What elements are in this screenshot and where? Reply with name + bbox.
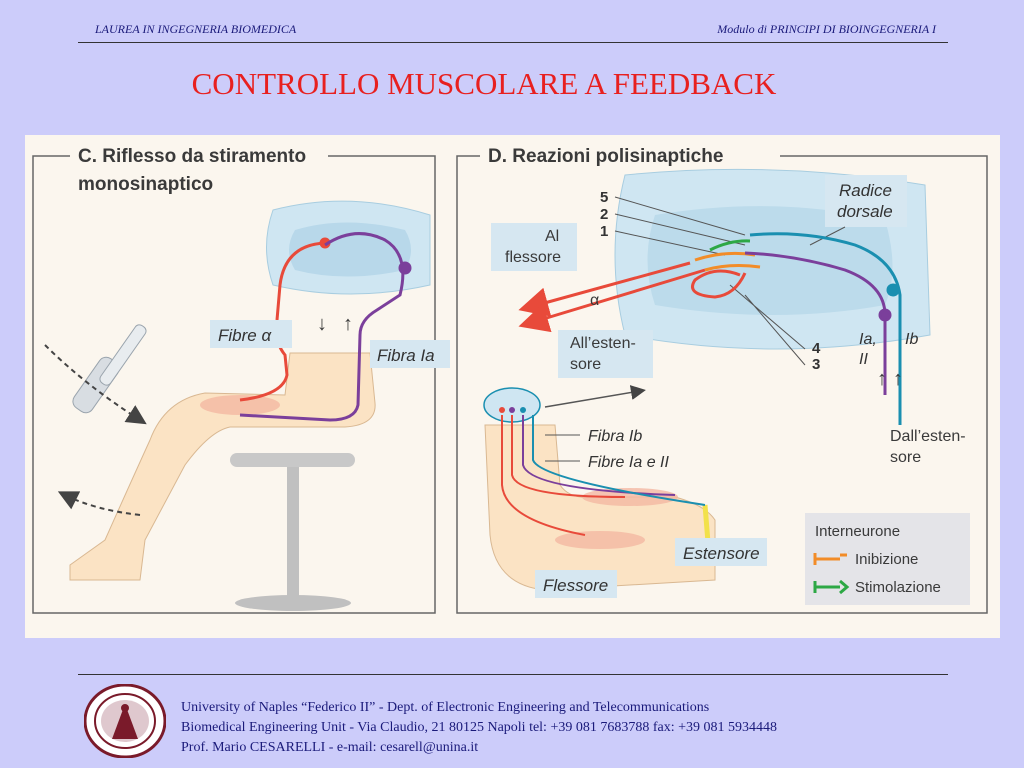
radice-label-2: dorsale: [837, 202, 893, 221]
num-2: 2: [600, 206, 608, 223]
radice-label-1: Radice: [839, 181, 892, 200]
fiber-leaders: [545, 434, 580, 462]
num-4: 4: [812, 340, 821, 357]
dallestensore-1: Dall’esten-: [890, 428, 966, 445]
radice-leader: [809, 226, 846, 246]
legend-inibizione: Inibizione: [855, 551, 918, 568]
panel-d-border: [456, 155, 988, 614]
reflex-hammer-icon: [44, 324, 147, 516]
al-flessore-1: Al: [545, 228, 559, 245]
panel-d-title: D. Reazioni polisinaptiche: [488, 146, 723, 167]
stimulation-legend-icon: [813, 579, 850, 595]
efferent-red-pathways: [518, 261, 747, 333]
allestensore-box: [558, 330, 653, 378]
afferent-purple-pathway: [744, 251, 892, 395]
interneuron-number-labels: 5 2 1 4 3: [600, 189, 821, 373]
num-1: 1: [600, 223, 608, 240]
ia-label-1: Ia,: [859, 331, 877, 348]
reflex-diagram-svg: C. Riflesso da stiramento monosinaptico …: [32, 146, 988, 614]
flessore-box: [535, 570, 617, 598]
fibra-ia-box: [370, 340, 450, 368]
spinal-cord-c: [266, 200, 431, 295]
num-3: 3: [812, 356, 820, 373]
allestensore-1: All’esten-: [570, 335, 636, 352]
ib-label: Ib: [905, 331, 918, 348]
al-flessore-2: flessore: [505, 249, 561, 266]
alpha-label: α: [590, 292, 599, 309]
reflex-diagram: C. Riflesso da stiramento monosinaptico …: [25, 135, 1000, 638]
arrow-ib-up: ↑: [893, 368, 903, 390]
slide-title: CONTROLLO MUSCOLARE A FEEDBACK: [191, 66, 777, 101]
arrow-down-c: ↓: [317, 313, 327, 335]
arrow-ia-up: ↑: [877, 368, 887, 390]
estensore-box: [675, 538, 767, 566]
flessore-label: Flessore: [543, 576, 608, 595]
fibre-ia-ii-label: Fibre Ia e II: [588, 454, 669, 471]
leg-illustration: [69, 352, 376, 581]
inhibition-legend-icon: [813, 553, 847, 565]
footer-line-3: Prof. Mario CESARELLI - e-mail: cesarell…: [181, 740, 479, 755]
afferent-teal-pathway: [749, 232, 902, 425]
leg-illustration-d: [484, 424, 716, 591]
num-5: 5: [600, 189, 608, 206]
fibre-alpha-label: Fibre α: [218, 326, 272, 345]
header-right-text: Modulo di PRINCIPI DI BIOINGEGNERIA I: [717, 22, 936, 36]
footer-line-1: University of Naples “Federico II” - Dep…: [181, 700, 710, 715]
allestensore-2: sore: [570, 356, 601, 373]
header-left-text: LAUREA IN INGEGNERIA BIOMEDICA: [95, 22, 297, 36]
interneuron-legend: Interneurone Inibizione Stimolazione: [805, 513, 970, 605]
mini-spinal-cord-icon: [483, 385, 646, 423]
arrow-up-c: ↑: [343, 313, 353, 335]
footer-text-block: University of Naples “Federico II” - Dep…: [181, 698, 777, 758]
legend-title: Interneurone: [815, 523, 900, 540]
al-flessore-box: [491, 223, 577, 271]
panel-c-border: [32, 155, 436, 614]
legend-stimolazione: Stimolazione: [855, 579, 941, 596]
panel-c-title-1: C. Riflesso da stiramento: [78, 146, 306, 167]
university-seal-icon: [84, 684, 166, 758]
radice-dorsale-box: [825, 175, 907, 227]
leg-d-fibers: [501, 415, 706, 536]
fibra-ia-path: [239, 232, 412, 422]
panel-c-title-2: monosinaptico: [78, 174, 213, 195]
fibre-alpha-box: [210, 320, 292, 348]
estensore-label: Estensore: [683, 544, 760, 563]
interneuron-stimulation: [709, 239, 751, 252]
dallestensore-2: sore: [890, 449, 921, 466]
ia-label-2: II: [859, 351, 868, 368]
header-divider: [78, 42, 948, 43]
stool-icon: [230, 453, 355, 611]
footer-line-2: Biomedical Engineering Unit - Via Claudi…: [181, 720, 778, 735]
fibra-ia-label: Fibra Ia: [377, 346, 435, 365]
footer-divider: [78, 674, 948, 675]
fibra-ib-label: Fibra Ib: [588, 428, 642, 445]
